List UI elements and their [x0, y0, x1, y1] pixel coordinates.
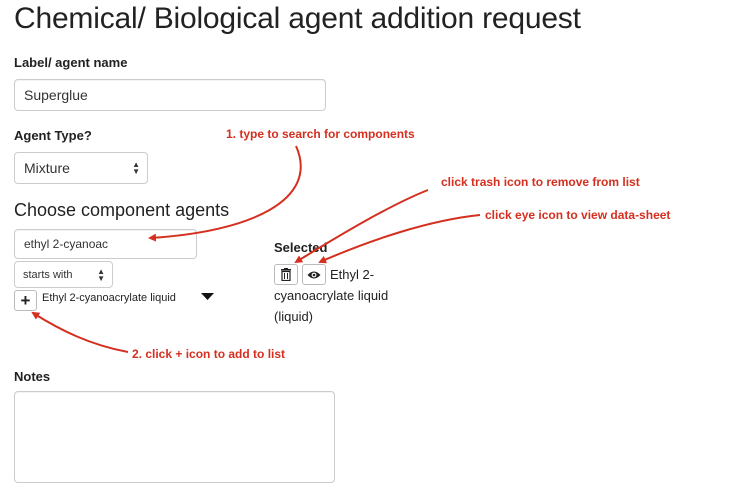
agent-name-input[interactable]	[14, 79, 326, 111]
component-search-input[interactable]	[14, 229, 197, 259]
page-title: Chemical/ Biological agent addition requ…	[14, 2, 581, 35]
notes-textarea[interactable]	[14, 391, 335, 483]
notes-label: Notes	[14, 369, 51, 384]
annotation-trash: click trash icon to remove from list	[441, 175, 640, 189]
component-result-label: Ethyl 2-cyanoacrylate liquid	[42, 292, 176, 304]
selected-item-label: Ethyl 2-cyanoacrylate liquid (liquid)	[274, 267, 389, 324]
eye-button[interactable]	[302, 264, 326, 285]
components-heading: Choose component agents	[14, 200, 230, 220]
add-component-button[interactable]: +	[14, 290, 37, 311]
arrow-eye	[318, 214, 481, 264]
match-mode-select[interactable]: starts with ▲▼	[14, 261, 113, 288]
select-arrows-icon: ▲▼	[97, 266, 105, 283]
plus-icon: +	[20, 290, 31, 310]
match-mode-value: starts with	[23, 268, 73, 281]
trash-button[interactable]	[274, 264, 298, 285]
annotation-add: 2. click + icon to add to list	[132, 347, 286, 361]
arrow-trash	[294, 189, 429, 264]
agent-type-label: Agent Type?	[14, 128, 92, 143]
eye-icon	[307, 271, 321, 278]
annotation-search: 1. type to search for components	[226, 127, 415, 141]
label-field-label: Label/ agent name	[14, 55, 128, 70]
arrow-search	[148, 145, 302, 242]
trash-icon	[281, 268, 291, 281]
select-arrows-icon: ▲▼	[132, 160, 140, 176]
caret-down-icon[interactable]	[201, 293, 214, 301]
agent-type-value: Mixture	[24, 160, 70, 176]
arrow-add	[31, 311, 129, 353]
annotation-eye: click eye icon to view data-sheet	[485, 208, 671, 222]
agent-type-select[interactable]: Mixture ▲▼	[14, 152, 148, 184]
